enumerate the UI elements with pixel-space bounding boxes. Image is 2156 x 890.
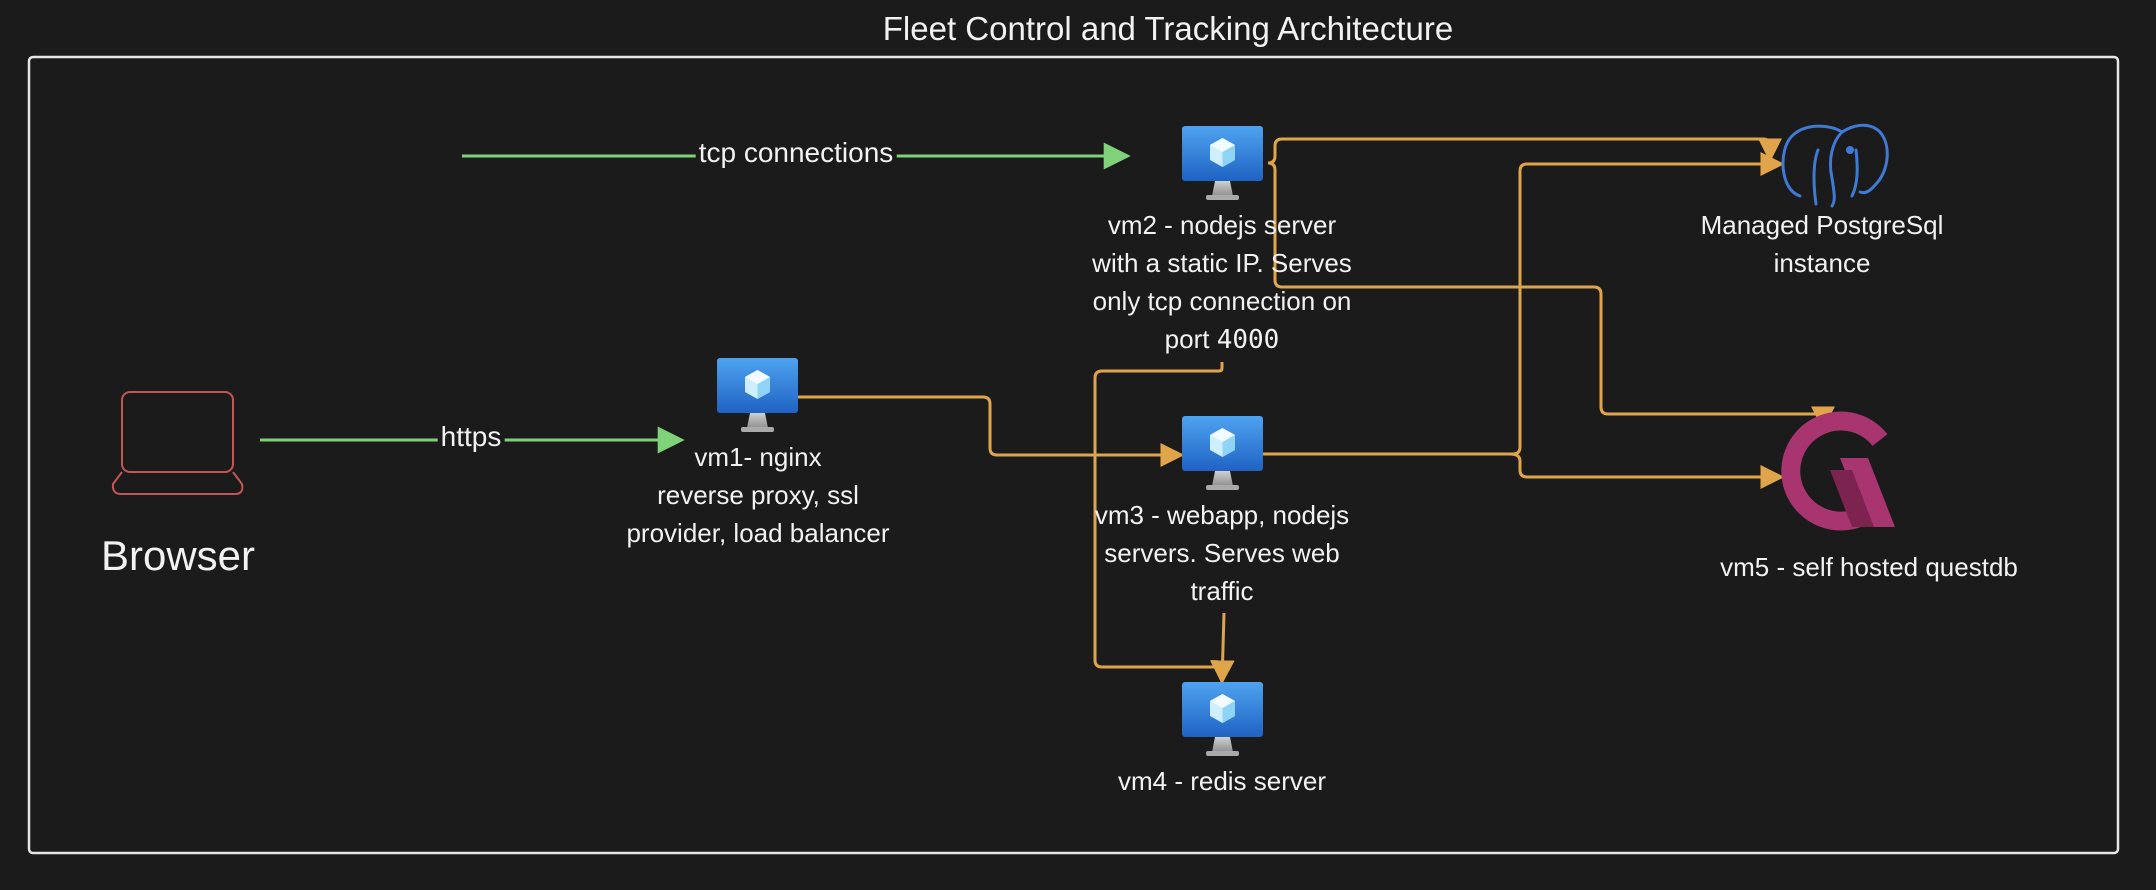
questdb-logo-icon <box>1781 411 1895 531</box>
connector-vm3-to-vm4 <box>1210 612 1235 685</box>
postgresql-elephant-icon <box>1781 123 1889 208</box>
vm2-label: vm2 - nodejs server with a static IP. Se… <box>1092 206 1352 359</box>
connector-vm2-to-vm5 <box>1267 161 1835 431</box>
vm2-port-number: 4000 <box>1216 325 1280 355</box>
vm4-icon <box>1182 682 1263 756</box>
vm3-label-line: traffic <box>1190 576 1254 606</box>
vm2-icon <box>1182 126 1263 200</box>
diagram-frame <box>27 55 2120 855</box>
postgres-label: Managed PostgreSql instance <box>1701 206 1944 282</box>
vm2-port-prefix: port <box>1164 324 1217 354</box>
tcp-connections-edge-label: tcp connections <box>695 136 897 170</box>
vm2-label-line: vm2 - nodejs server <box>1107 210 1337 240</box>
connector-vm1-to-vm3 <box>798 395 1185 467</box>
connector-vm3-to-vm5 <box>1509 452 1785 489</box>
connector-vm2-to-vm4 <box>1093 362 1234 685</box>
laptop-icon <box>111 391 244 495</box>
connector-vm2-to-postgres <box>1267 137 1782 165</box>
vm3-label-line: vm3 - webapp, nodejs <box>1094 500 1350 530</box>
vm1-label-line: reverse proxy, ssl <box>657 480 859 510</box>
https-edge-label: https <box>437 420 505 454</box>
postgres-label-line: instance <box>1773 248 1871 278</box>
diagram-title: Fleet Control and Tracking Architecture <box>882 10 1454 47</box>
vm1-label-line: vm1- nginx <box>694 442 822 472</box>
vm5-label: vm5 - self hosted questdb <box>1720 552 2018 582</box>
vm3-label: vm3 - webapp, nodejs servers. Serves web… <box>1095 496 1349 610</box>
vm2-label-line: with a static IP. Serves <box>1092 248 1352 278</box>
vm4-label: vm4 - redis server <box>1117 766 1327 796</box>
postgres-label-line: Managed PostgreSql <box>1700 210 1944 240</box>
vm2-label-line: only tcp connection on <box>1092 286 1352 316</box>
vm3-icon <box>1182 416 1263 490</box>
vm1-label: vm1- nginx reverse proxy, ssl provider, … <box>626 438 889 552</box>
browser-label: Browser <box>100 532 256 579</box>
vm3-label-line: servers. Serves web <box>1104 538 1340 568</box>
vm2-label-line: port 4000 <box>1092 320 1352 359</box>
vm1-icon <box>717 358 798 432</box>
vm1-label-line: provider, load balancer <box>626 518 890 548</box>
